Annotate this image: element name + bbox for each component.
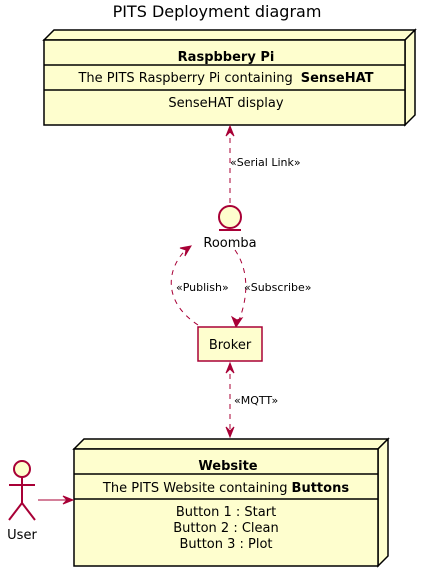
user-actor-head [13, 460, 31, 478]
edge-publish: «Publish» [170, 245, 229, 326]
broker-node[interactable]: Broker [197, 326, 263, 362]
raspberry-node-title: Raspbbery Pi [178, 50, 275, 65]
website-node-side-face [377, 437, 389, 568]
edge-subscribe: «Subscribe» [230, 249, 312, 329]
raspberry-node-description: The PITS Raspberry Pi containing SenseHAT [77, 71, 373, 86]
user-website-arrowhead [62, 495, 75, 505]
raspberry-pi-node[interactable]: Raspbbery Pi The PITS Raspberry Pi conta… [42, 28, 417, 127]
website-node-top-face [72, 438, 390, 450]
serial-link-label: «Serial Link» [230, 156, 301, 169]
broker-label: Broker [209, 338, 252, 353]
publish-path [170, 247, 199, 326]
roomba-label: Roomba [203, 236, 256, 251]
subscribe-arrowhead [230, 315, 244, 329]
user-label: User [7, 528, 37, 543]
roomba-entity[interactable]: Roomba [203, 205, 257, 251]
user-actor[interactable]: User [7, 460, 37, 543]
website-item-1: Button 1 : Start [176, 505, 276, 520]
raspberry-node-front-face [43, 39, 406, 126]
raspberry-node-side-face [404, 28, 416, 127]
mqtt-label: «MQTT» [234, 394, 278, 407]
diagram-title: PITS Deployment diagram [113, 2, 322, 21]
edge-serial-link: «Serial Link» [225, 124, 301, 203]
user-actor-left-leg [8, 502, 23, 521]
serial-link-arrowhead [225, 124, 235, 137]
roomba-entity-circle [218, 205, 242, 229]
publish-label: «Publish» [176, 281, 229, 294]
raspberry-desc-bold: SenseHAT [301, 71, 374, 86]
raspberry-node-top-face [42, 29, 417, 41]
website-node-front-face [73, 448, 379, 567]
edge-mqtt: «MQTT» [225, 361, 278, 439]
subscribe-label: «Subscribe» [244, 281, 312, 294]
website-desc-prefix: The PITS Website containing [102, 481, 288, 496]
website-item-2: Button 2 : Clean [173, 521, 279, 536]
publish-arrowhead [179, 245, 192, 257]
broker-box [197, 326, 263, 362]
raspberry-node-item: SenseHAT display [168, 96, 283, 111]
raspberry-desc-prefix: The PITS Raspberry Pi containing [77, 71, 292, 86]
edge-user-website [38, 495, 75, 505]
website-node-description: The PITS Website containing Buttons [102, 481, 349, 496]
mqtt-arrowhead-top [225, 361, 235, 374]
website-item-3: Button 3 : Plot [179, 537, 272, 552]
mqtt-arrowhead-bottom [225, 426, 235, 439]
website-desc-bold: Buttons [292, 481, 350, 496]
user-actor-right-leg [21, 502, 36, 521]
website-node-title: Website [198, 459, 257, 474]
